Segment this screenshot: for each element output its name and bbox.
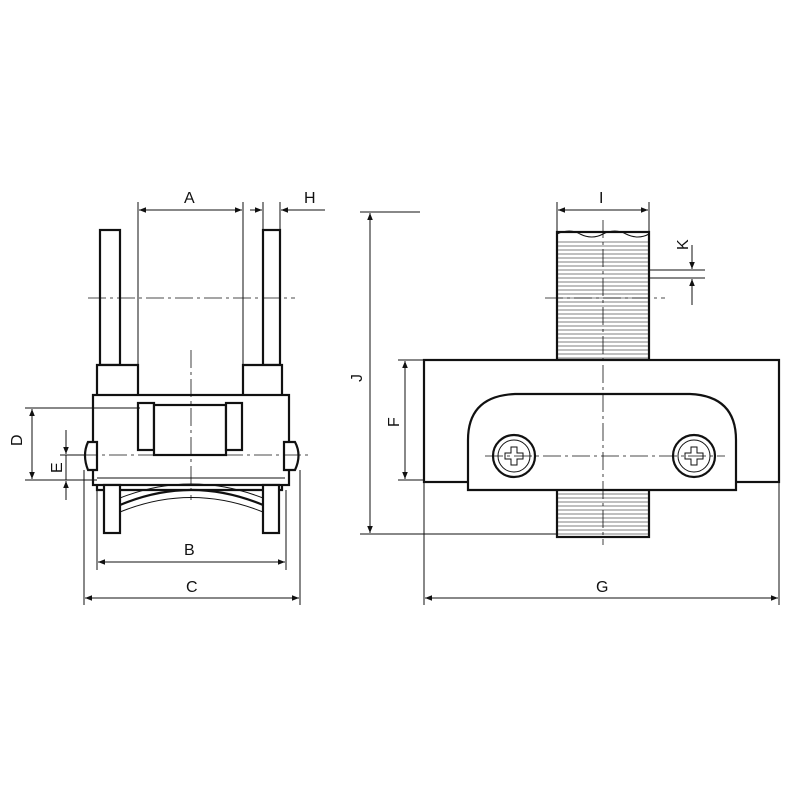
clamp-plate bbox=[466, 392, 738, 492]
dim-i-label: I bbox=[599, 190, 603, 207]
roller-body bbox=[152, 403, 228, 457]
right-bolt bbox=[282, 440, 300, 472]
dim-d-label: D bbox=[9, 434, 26, 446]
left-upright bbox=[98, 228, 122, 367]
right-leg bbox=[261, 483, 281, 535]
left-leg bbox=[102, 483, 122, 535]
dim-f-label: F bbox=[386, 417, 403, 427]
dim-j-label: J bbox=[349, 374, 366, 382]
dim-h-label: H bbox=[304, 190, 316, 207]
dim-e-label: E bbox=[49, 462, 66, 473]
dim-k-label: K bbox=[675, 239, 692, 250]
dim-c-label: C bbox=[186, 579, 198, 596]
roller-left-collar bbox=[136, 401, 156, 452]
dim-b-label: B bbox=[184, 542, 195, 559]
roller-right-collar bbox=[224, 401, 244, 452]
dim-a-label: A bbox=[184, 190, 195, 207]
front-view: I K J F G bbox=[349, 190, 781, 605]
dim-g-label: G bbox=[596, 579, 608, 596]
side-view: A H D E B C bbox=[9, 190, 325, 605]
left-bolt bbox=[83, 440, 99, 472]
right-upright bbox=[261, 228, 282, 367]
